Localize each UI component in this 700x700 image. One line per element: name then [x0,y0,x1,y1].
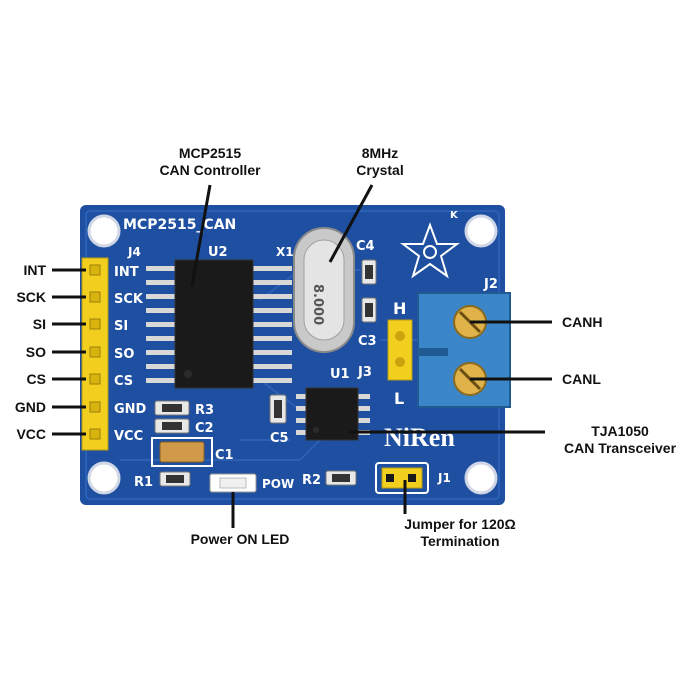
silk-c1: C1 [215,448,234,463]
silk-r3: R3 [195,403,214,418]
tja1050-chip [296,387,370,441]
mounting-holes [87,214,498,495]
callout-transceiver: TJA1050 CAN Transceiver [540,423,700,457]
silk-k: K [450,210,459,221]
callout-jumper: Jumper for 120Ω Termination [365,516,555,550]
callout-canl: CANL [562,371,601,387]
silk-pow: POW [262,477,294,491]
jumper-j3 [387,319,413,381]
mcp2515-chip [146,259,292,389]
pin-label-so: SO [25,344,46,360]
callout-crystal: 8MHz Crystal [330,145,430,179]
power-led [209,473,257,493]
silk-j2: J2 [483,277,498,292]
callout-lines [190,184,552,528]
pin-label-gnd: GND [14,399,46,415]
silk-c4: C4 [356,239,375,254]
callout-crystal-line1: 8MHz [361,145,399,161]
pin-label-vcc: VCC [16,426,46,442]
silk-j1: J1 [437,471,451,485]
terminal-block-j2 [417,292,511,408]
pin-label-si: SI [32,316,46,332]
callout-power-led: Power ON LED [190,531,290,547]
pin-silk: GND [114,402,147,417]
silk-r1: R1 [134,475,153,490]
callout-crystal-line2: Crystal [356,162,404,178]
silk-u1: U1 [330,367,350,382]
pin-silk: SI [114,319,128,334]
pin-silk-labels: INT SCK SI SO CS GND VCC [114,265,147,444]
callout-controller: MCP2515 CAN Controller [120,145,300,179]
callout-controller-line2: CAN Controller [159,162,261,178]
silk-brand: NiRen [384,423,455,452]
jumper-j1 [375,462,429,494]
silk-u2: U2 [208,245,228,260]
callout-jumper-line2: Termination [420,533,500,549]
silk-c2: C2 [195,421,214,436]
logo-mark [400,222,460,279]
pin-label-int: INT [23,262,46,278]
pin-silk: INT [114,265,139,280]
callout-jumper-line1: Jumper for 120Ω [404,516,516,532]
silk-crystal-marking: 8.000 [310,284,325,325]
crystal-x1 [293,227,355,353]
silk-c3: C3 [358,334,377,349]
pin-label-cs: CS [26,371,46,387]
pin-silk: VCC [114,429,143,444]
pin-header-j4 [81,257,109,451]
silk-j4: J4 [127,245,141,259]
smd-components [151,259,377,487]
pin-silk: CS [114,374,133,389]
silk-h: H [393,299,406,318]
callout-canh: CANH [562,314,603,330]
callout-controller-line1: MCP2515 [178,145,242,161]
silk-c5: C5 [270,431,289,446]
silk-l: L [394,389,404,408]
silk-title: MCP2515_CAN [123,217,236,233]
pin-silk: SO [114,347,134,362]
pin-silk: SCK [114,292,144,307]
silk-x1: X1 [276,245,294,259]
pin-leader-lines [52,268,86,436]
pin-label-sck: SCK [16,289,46,305]
silk-j3: J3 [357,365,372,380]
silk-r2: R2 [302,473,321,488]
callout-transceiver-line2: CAN Transceiver [563,440,677,456]
callout-transceiver-line1: TJA1050 [591,423,649,439]
